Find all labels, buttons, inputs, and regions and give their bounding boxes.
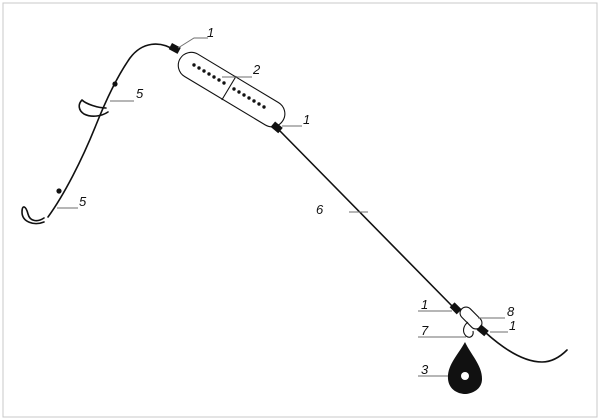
knot-lower-left xyxy=(449,302,462,315)
float-divider xyxy=(221,75,237,101)
label-float: 2 xyxy=(252,62,261,77)
label-knot-lower-left: 1 xyxy=(421,297,428,312)
sinker-icon xyxy=(447,342,482,394)
leader-lines xyxy=(57,37,508,377)
float-icon xyxy=(177,51,286,128)
label-hook-upper: 5 xyxy=(136,86,144,101)
leash-line xyxy=(47,43,177,218)
label-main-line: 6 xyxy=(316,202,324,217)
hook-upper-icon xyxy=(78,99,109,117)
label-knot-top-left: 1 xyxy=(207,25,214,40)
float-beads xyxy=(192,63,266,109)
label-hook-lower: 5 xyxy=(79,194,87,209)
label-knot-lower-right: 1 xyxy=(509,318,516,333)
label-snap: 7 xyxy=(421,323,429,338)
label-swivel: 8 xyxy=(507,304,515,319)
label-knot-top-right: 1 xyxy=(303,112,310,127)
knot-top-left xyxy=(168,43,181,54)
label-sinker: 3 xyxy=(421,362,429,377)
snap-icon xyxy=(463,321,474,338)
main-line xyxy=(279,130,456,310)
sinker-hole xyxy=(461,372,469,380)
leash-knot-upper xyxy=(112,81,118,87)
leash-knot-lower xyxy=(56,188,62,194)
running-line xyxy=(485,332,568,363)
hook-lower-icon xyxy=(21,206,45,225)
